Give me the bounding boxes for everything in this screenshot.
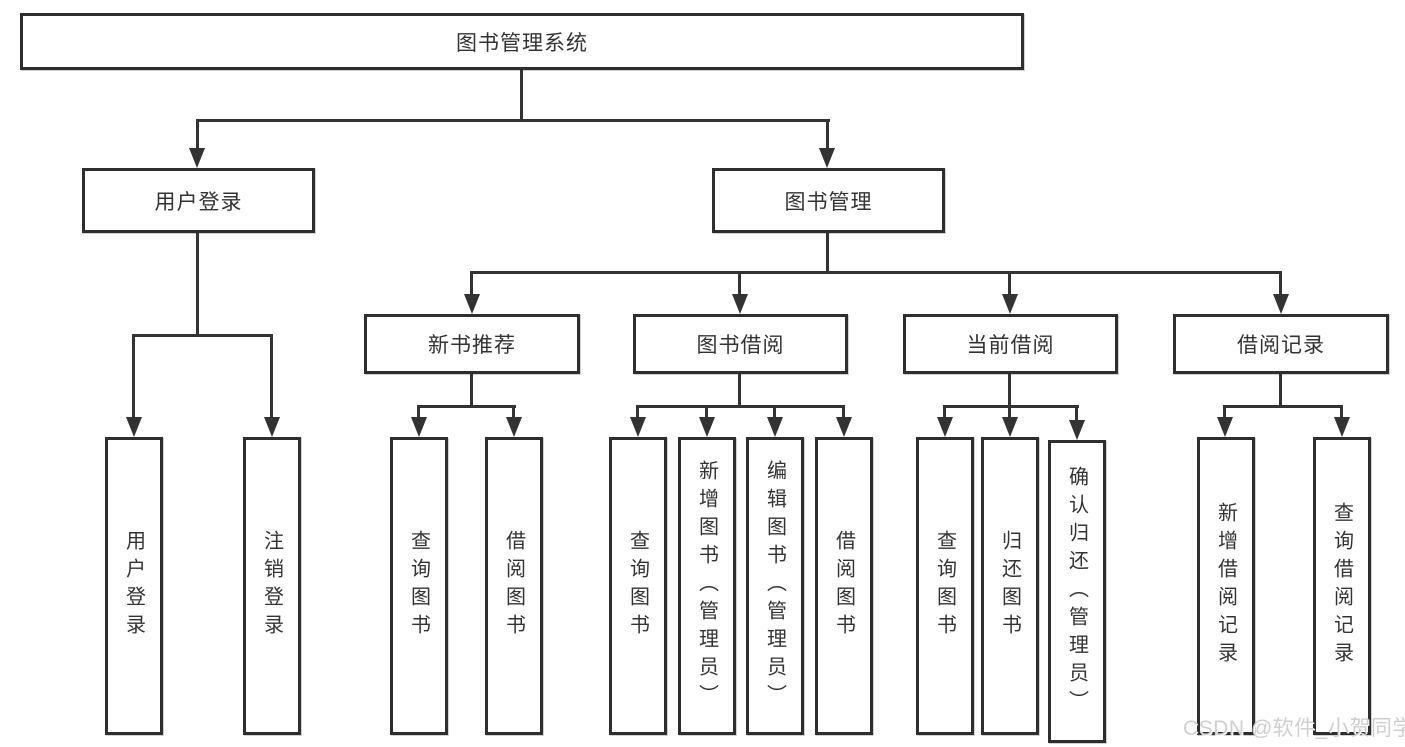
node-book-management: 图书管理	[712, 168, 945, 233]
arrowhead-icon	[1002, 417, 1018, 437]
leaf-query-books-current: 查询图书	[916, 437, 974, 735]
leaf-borrow-books-recommend: 借阅图书	[485, 437, 543, 735]
arrowhead-icon	[732, 294, 748, 314]
arrowhead-icon	[1002, 294, 1018, 314]
connector-line	[943, 405, 946, 417]
connector-line	[1223, 405, 1226, 417]
connector-line	[512, 405, 515, 417]
arrowhead-icon	[506, 417, 522, 437]
arrowhead-icon	[1334, 417, 1350, 437]
connector-line	[417, 405, 516, 408]
connector-line	[1223, 405, 1343, 408]
connector-line	[1008, 374, 1011, 407]
arrowhead-icon	[699, 417, 715, 437]
arrowhead-icon	[464, 294, 480, 314]
node-user-login: 用户登录	[82, 168, 315, 233]
connector-line	[636, 405, 845, 408]
connector-line	[132, 334, 273, 337]
connector-line	[773, 405, 776, 417]
node-borrow-records: 借阅记录	[1173, 314, 1389, 374]
connector-line	[738, 271, 741, 294]
connector-line	[270, 334, 273, 417]
arrowhead-icon	[126, 417, 142, 437]
arrowhead-icon	[411, 417, 427, 437]
leaf-add-borrow-record: 新增借阅记录	[1197, 437, 1255, 735]
arrowhead-icon	[836, 417, 852, 437]
leaf-borrow-books: 借阅图书	[815, 437, 873, 735]
connector-line	[826, 233, 829, 274]
node-new-book-recommend: 新书推荐	[364, 314, 580, 374]
leaf-query-books-recommend: 查询图书	[390, 437, 448, 735]
connector-line	[132, 334, 135, 417]
leaf-add-books-admin: 新增图书（管理员）	[678, 437, 736, 735]
leaf-query-books-borrow: 查询图书	[609, 437, 667, 735]
arrowhead-icon	[264, 417, 280, 437]
leaf-query-borrow-record: 查询借阅记录	[1313, 437, 1371, 735]
node-current-borrow: 当前借阅	[903, 314, 1118, 374]
connector-line	[196, 119, 199, 148]
arrowhead-icon	[819, 148, 835, 168]
connector-line	[470, 271, 1282, 274]
connector-line	[196, 119, 830, 122]
arrowhead-icon	[1273, 294, 1289, 314]
connector-line	[1008, 405, 1011, 417]
leaf-logout: 注销登录	[243, 437, 301, 735]
arrowhead-icon	[767, 417, 783, 437]
arrowhead-icon	[630, 417, 646, 437]
leaf-user-login: 用户登录	[105, 437, 163, 735]
connector-line	[738, 374, 741, 407]
connector-line	[636, 405, 639, 417]
node-library-management-system: 图书管理系统	[20, 13, 1024, 70]
csdn-watermark: CSDN @软件_小贺同学	[1183, 717, 1405, 740]
arrowhead-icon	[1217, 417, 1233, 437]
leaf-return-books: 归还图书	[981, 437, 1039, 735]
connector-line	[1279, 271, 1282, 294]
leaf-edit-books-admin: 编辑图书（管理员）	[746, 437, 804, 735]
connector-line	[470, 271, 473, 294]
connector-line	[1008, 271, 1011, 294]
connector-line	[705, 405, 708, 417]
node-book-borrow: 图书借阅	[633, 314, 848, 374]
connector-line	[196, 233, 199, 336]
connector-line	[417, 405, 420, 417]
arrowhead-icon	[1069, 420, 1085, 440]
connector-line	[470, 374, 473, 407]
connector-line	[1279, 374, 1282, 407]
connector-line	[842, 405, 845, 417]
connector-line	[1340, 405, 1343, 417]
connector-line	[943, 405, 1079, 408]
leaf-confirm-return-admin: 确认归还（管理员）	[1048, 440, 1106, 743]
arrowhead-icon	[937, 417, 953, 437]
connector-line	[520, 70, 523, 122]
connector-line	[1075, 405, 1078, 420]
arrowhead-icon	[189, 148, 205, 168]
connector-line	[826, 119, 829, 148]
